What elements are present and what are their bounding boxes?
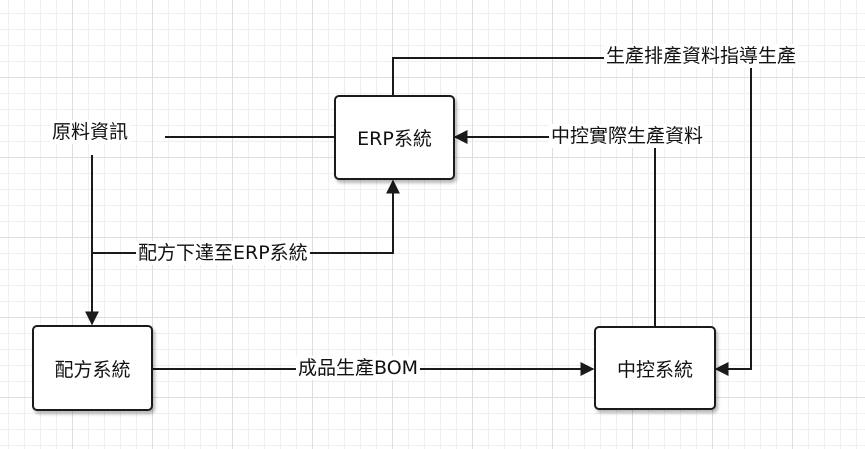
formula-to-erp-label: 配方下達至ERP系統 bbox=[136, 241, 310, 265]
erp-system-node[interactable]: ERP系統 bbox=[334, 95, 455, 180]
erp-system-label: ERP系統 bbox=[357, 128, 432, 150]
formula-system-node[interactable]: 配方系統 bbox=[32, 325, 153, 411]
schedule-label: 生產排產資料指導生產 bbox=[604, 44, 799, 68]
material-info-label: 原料資訊 bbox=[50, 120, 131, 144]
bom-label: 成品生產BOM bbox=[296, 356, 421, 380]
control-system-node[interactable]: 中控系統 bbox=[594, 326, 716, 410]
control-system-label: 中控系統 bbox=[616, 358, 693, 381]
arrow-actual bbox=[453, 130, 656, 326]
actual-production-label: 中控實際生產資料 bbox=[549, 124, 706, 148]
formula-system-label: 配方系統 bbox=[54, 358, 131, 381]
